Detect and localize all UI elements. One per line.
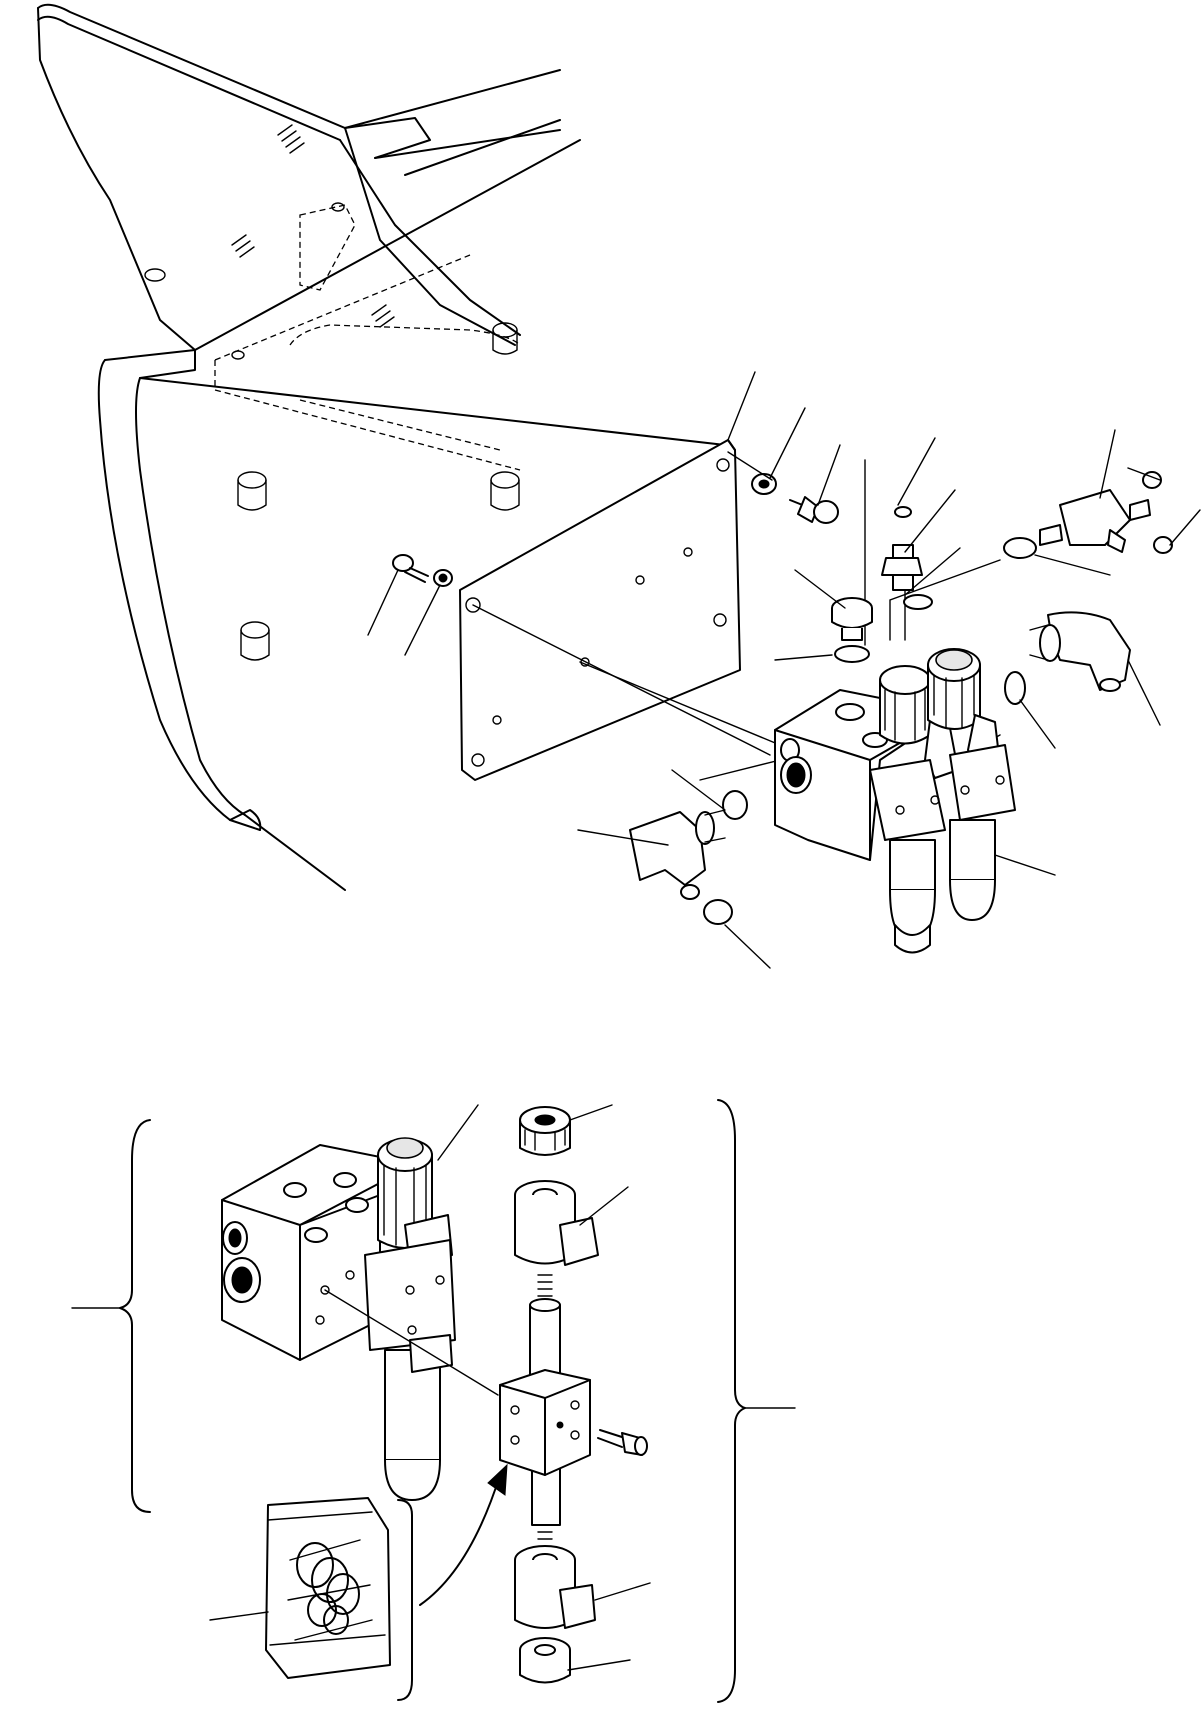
mounting-bolts-left <box>392 554 453 587</box>
solenoid-valve-left <box>869 665 959 954</box>
elbow-fitting-left <box>629 790 748 925</box>
tee-fitting <box>1003 471 1173 559</box>
detail-solenoid-valve <box>364 1137 456 1501</box>
elbow-fitting-right <box>1004 611 1131 705</box>
frame-studs <box>231 124 395 328</box>
detail-center-block <box>499 1369 591 1476</box>
detail-callout-leaders <box>209 1104 651 1671</box>
detail-assembly <box>71 1099 796 1703</box>
solenoid-valve-right <box>927 648 1016 921</box>
mounting-bolts-right <box>751 473 839 524</box>
detail-cap-nut-top <box>519 1106 571 1156</box>
mounting-plate <box>459 439 741 781</box>
kit-arrow <box>419 1463 508 1606</box>
plug <box>831 597 873 663</box>
callout-leaders <box>367 371 1201 969</box>
detail-cap-screw <box>597 1429 648 1456</box>
main-assembly <box>37 3 1201 969</box>
detail-cap-nut-bottom <box>519 1637 571 1684</box>
detail-valve-block <box>221 1144 396 1361</box>
detail-coil-top <box>514 1180 599 1266</box>
detail-braces <box>71 1099 796 1703</box>
detail-coil-bottom <box>514 1545 596 1629</box>
detail-axis <box>324 1289 499 1396</box>
frame-bosses <box>144 202 520 661</box>
frame-bracket <box>37 3 726 891</box>
seal-kit-bag <box>265 1497 391 1679</box>
